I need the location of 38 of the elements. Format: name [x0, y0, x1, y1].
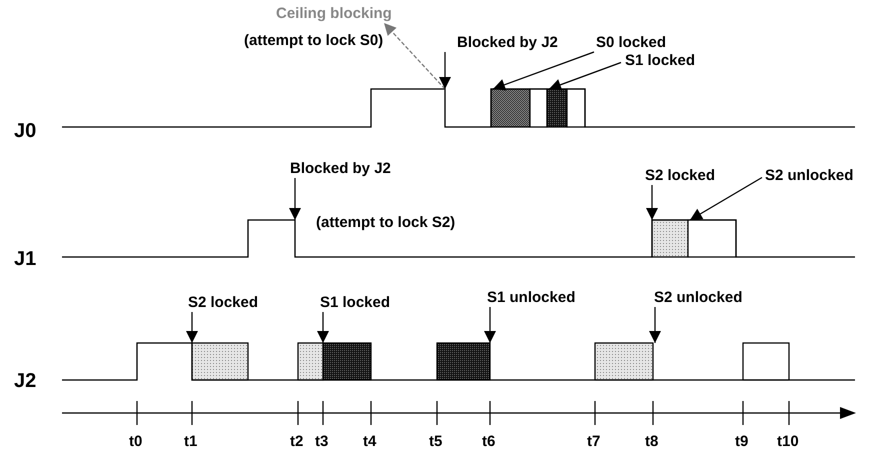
annotation-text: (attempt to lock S0): [244, 32, 384, 49]
annotation-text: S1 locked: [625, 52, 696, 69]
arrow: [690, 176, 762, 221]
tick-label: t1: [184, 433, 198, 450]
arrow: [317, 312, 329, 343]
tick-label: t8: [645, 433, 658, 450]
annotation-text: S1 unlocked: [487, 289, 576, 306]
tick-label: t4: [363, 433, 376, 450]
annotation-text: Blocked by J2: [457, 34, 558, 51]
tick-label: t6: [482, 433, 496, 450]
arrow: [548, 62, 622, 90]
annotation-text: Blocked by J2: [290, 160, 391, 177]
annotation-text: S1 locked: [320, 294, 390, 311]
arrow: [484, 307, 496, 343]
arrow: [384, 22, 446, 90]
tick-label: t9: [735, 433, 748, 450]
tick-label: t2: [290, 433, 304, 450]
arrow: [492, 51, 594, 90]
tick-label: t5: [429, 433, 442, 450]
annotation-text: (attempt to lock S2): [316, 214, 456, 231]
arrow: [186, 312, 198, 343]
tick-label: t7: [587, 433, 600, 450]
annotation-text: S2 unlocked: [765, 167, 854, 184]
row-label: J0: [14, 120, 36, 142]
annotation-text: S2 unlocked: [654, 289, 742, 306]
annotation-text: Ceiling blocking: [276, 5, 392, 22]
row-label: J1: [14, 248, 36, 270]
arrow: [646, 185, 658, 220]
tick-label: t10: [777, 433, 799, 450]
arrow: [439, 52, 451, 89]
tick-label: t3: [315, 433, 328, 450]
row-label: J2: [14, 370, 36, 392]
tick-label: t0: [129, 433, 142, 450]
annotation-text: S0 locked: [596, 34, 666, 51]
arrow: [649, 307, 661, 343]
arrow: [289, 178, 301, 220]
annotation-text: S2 locked: [188, 294, 258, 311]
annotation-text: S2 locked: [645, 167, 716, 184]
